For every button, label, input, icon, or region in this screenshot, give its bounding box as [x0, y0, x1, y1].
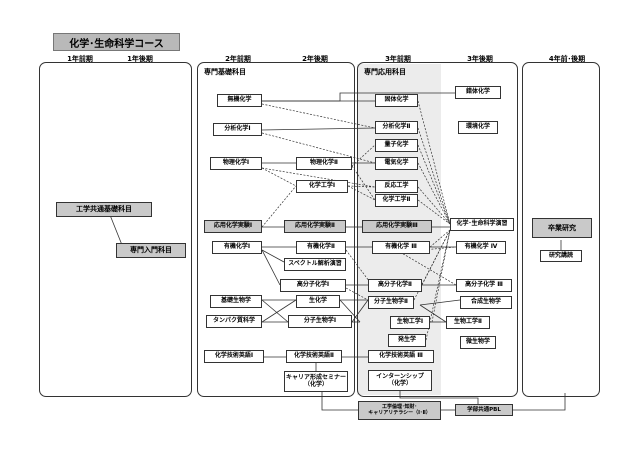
course-kagaku-seimei-enshu: 化学･生命科学演習 [450, 218, 514, 231]
course-muki: 無機化学 [217, 94, 262, 107]
course-seikagaku: 生化学 [296, 295, 340, 308]
course-gijutsu-eigo3: 化学技術英語 Ⅲ [368, 350, 434, 363]
period-y1-first: 1年前期 [67, 55, 93, 63]
course-bunshi-seibutsu1: 分子生物学Ⅰ [288, 315, 352, 328]
course-kogaku-joho: 工学倫理･知財･ キャリアリテラシー（Ⅰ･Ⅱ） [358, 401, 441, 420]
course-kagaku-kogaku1: 化学工学Ⅰ [296, 180, 348, 193]
course-internship: インターンシップ （化学） [368, 370, 432, 391]
course-bunshi-seibutsu2: 分子生物学Ⅱ [368, 296, 414, 309]
course-kiso-seibutsu: 基礎生物学 [210, 295, 262, 308]
course-kobunshi1: 高分子化学Ⅰ [280, 279, 346, 292]
period-y1-second: 1年後期 [127, 55, 153, 63]
course-ouyou-jikken2: 応用化学実験Ⅱ [284, 220, 346, 233]
course-gijutsu-eigo1: 化学技術英語Ⅰ [204, 350, 264, 363]
year1-panel [39, 62, 192, 397]
course-ouyou-jikken3: 応用化学実験Ⅲ [362, 220, 432, 233]
course-hanno: 反応工学 [375, 180, 418, 193]
period-y2-second: 2年後期 [302, 55, 328, 63]
course-hassei: 発生学 [388, 334, 426, 347]
course-kobunshi3: 高分子化学 Ⅲ [456, 279, 512, 292]
course-gijutsu-eigo2: 化学技術英語Ⅱ [286, 350, 342, 363]
section-senmon-ouyou: 専門応用科目 [364, 68, 406, 76]
course-yuki4: 有機化学 Ⅳ [456, 241, 506, 254]
period-y3-first: 3年前期 [385, 55, 411, 63]
course-kenkyu-kodoku: 研究講読 [540, 250, 582, 262]
course-bunseki1: 分析化学Ⅰ [213, 123, 262, 136]
course-pbl: 学部共通PBL [455, 404, 513, 416]
year3-panel [357, 62, 518, 397]
course-seibutsu-kogaku2: 生物工学Ⅱ [446, 316, 490, 329]
course-sotsugyo: 卒業研究 [532, 218, 592, 238]
course-ouyou-jikken1: 応用化学実験Ⅰ [204, 220, 262, 233]
period-y4: 4年前･後期 [548, 55, 586, 63]
course-butsuri1: 物理化学Ⅰ [210, 157, 262, 170]
course-sakutai: 錯体化学 [455, 86, 501, 99]
course-senmon-nyumon: 専門入門科目 [116, 243, 186, 258]
course-seibutsu-kogaku1: 生物工学Ⅰ [390, 316, 430, 329]
course-yuki1: 有機化学Ⅰ [212, 241, 262, 254]
course-kankyo: 環境化学 [458, 121, 498, 134]
course-gosei-seibutsu: 合成生物学 [460, 296, 512, 309]
course-ryoshi: 量子化学 [375, 139, 418, 152]
course-spectrum: スペクトル解析演習 [284, 258, 346, 271]
course-career-seminar: キャリア形成セミナー （化学） [284, 371, 348, 392]
course-yuki3: 有機化学 Ⅲ [372, 241, 430, 254]
period-y2-first: 2年前期 [225, 55, 251, 63]
course-denki: 電気化学 [375, 157, 418, 170]
course-butsuri2: 物理化学Ⅱ [296, 157, 352, 170]
course-yuki2: 有機化学Ⅱ [296, 241, 346, 254]
year2-panel [197, 62, 355, 397]
course-biseibutsu: 微生物学 [460, 336, 496, 349]
course-bunseki2: 分析化学Ⅱ [375, 121, 418, 134]
course-kogaku-kyotsu: 工学共通基礎科目 [56, 202, 152, 217]
course-tanpaku: タンパク質科学 [206, 315, 262, 328]
section-senmon-kiso: 専門基礎科目 [204, 68, 246, 76]
course-kobunshi2: 高分子化学Ⅱ [368, 279, 422, 292]
year4-panel [522, 62, 600, 397]
course-kagaku-kogaku2: 化学工学Ⅱ [375, 194, 418, 207]
period-y3-second: 3年後期 [467, 55, 493, 63]
course-kotai: 固体化学 [375, 94, 418, 107]
course-title: 化学･生命科学コース [53, 33, 180, 51]
